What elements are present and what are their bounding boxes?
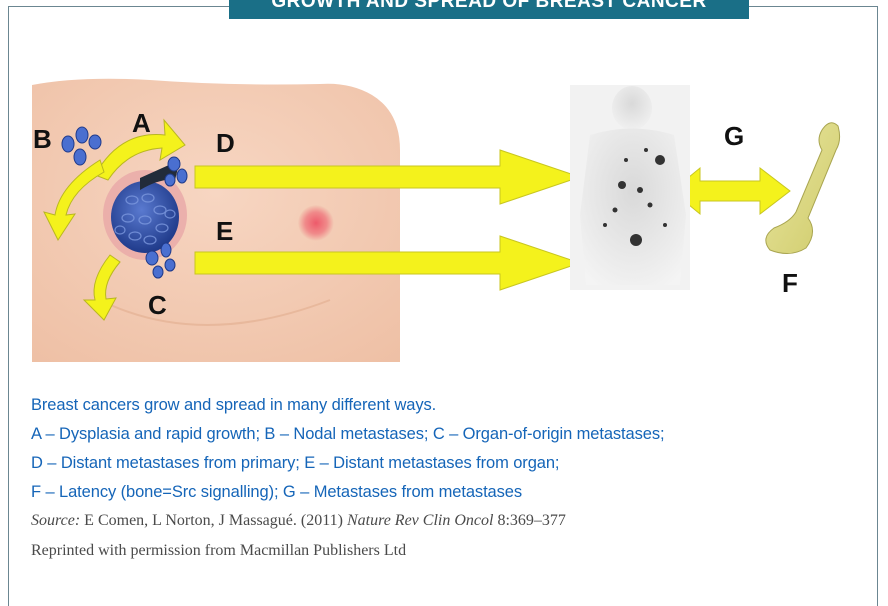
label-e: E xyxy=(216,216,233,246)
label-g: G xyxy=(724,121,744,151)
source-journal: Nature Rev Clin Oncol xyxy=(347,512,494,529)
label-b: B xyxy=(33,124,52,154)
pet-scan-image xyxy=(570,85,690,290)
caption-line-1: Breast cancers grow and spread in many d… xyxy=(31,396,436,415)
source-reference: 8:369–377 xyxy=(493,512,565,529)
label-a: A xyxy=(132,108,151,138)
caption-line-3: D – Distant metastases from primary; E –… xyxy=(31,454,559,473)
nipple xyxy=(298,205,334,241)
reprint-notice: Reprinted with permission from Macmillan… xyxy=(31,542,406,560)
source-prefix: Source: xyxy=(31,512,80,529)
caption-line-2: A – Dysplasia and rapid growth; B – Noda… xyxy=(31,425,664,444)
source-citation: Source: E Comen, L Norton, J Massagué. (… xyxy=(31,512,566,530)
source-authors: E Comen, L Norton, J Massagué. (2011) xyxy=(80,512,347,529)
label-c: C xyxy=(148,290,167,320)
label-f: F xyxy=(782,268,798,298)
label-d: D xyxy=(216,128,235,158)
caption-line-4: F – Latency (bone=Src signalling); G – M… xyxy=(31,483,522,502)
